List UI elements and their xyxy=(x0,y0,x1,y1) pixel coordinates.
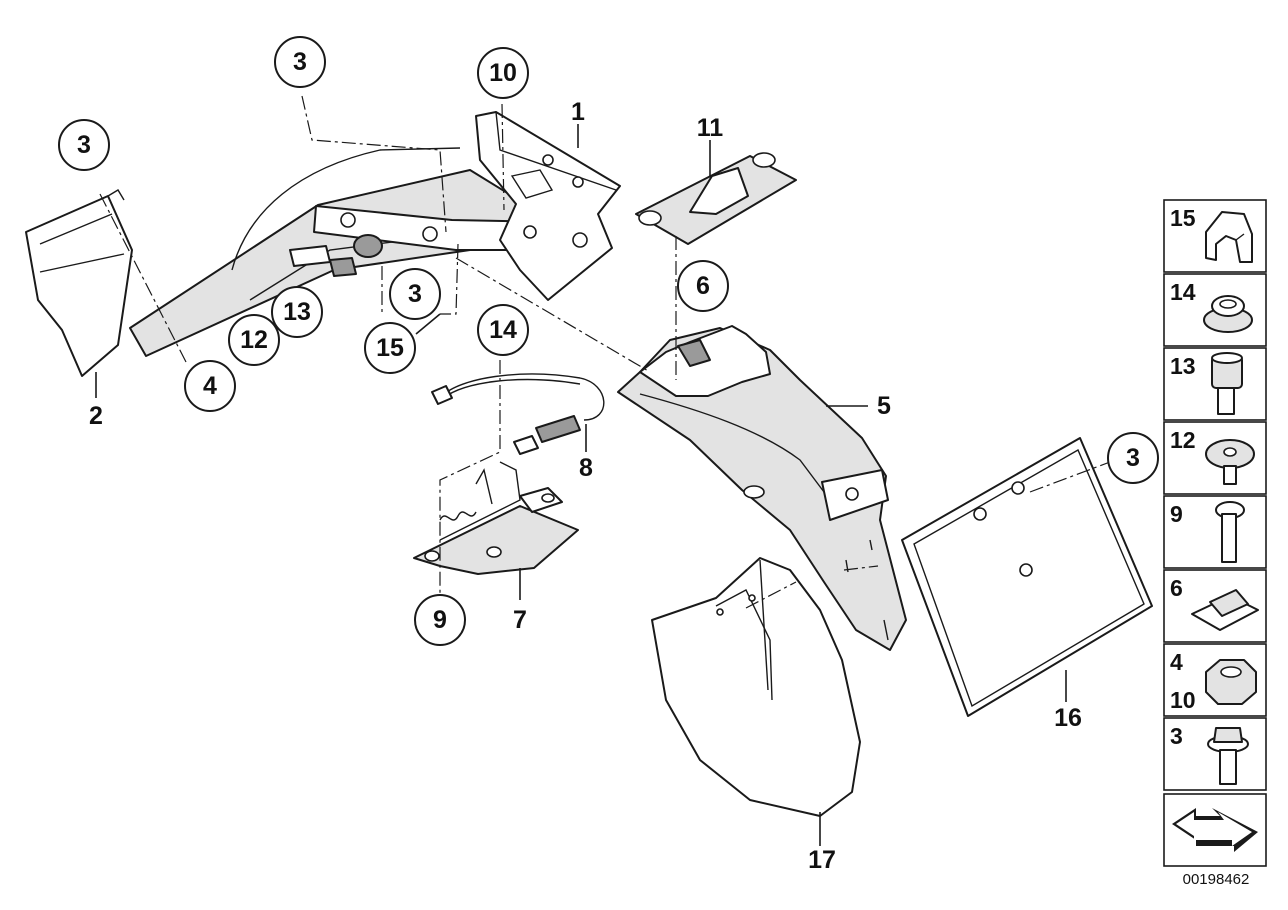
clip-icon xyxy=(1205,211,1253,263)
callout-3-right: 3 xyxy=(1107,432,1159,484)
hex-flange-bolt-icon xyxy=(1207,727,1249,785)
hex-nut-icon xyxy=(1205,659,1257,705)
label-17: 17 xyxy=(808,846,836,874)
label-5: 5 xyxy=(877,392,891,420)
svg-text:9: 9 xyxy=(1170,501,1183,527)
grommet-icon xyxy=(1203,295,1253,333)
callout-9: 9 xyxy=(414,594,466,646)
callout-4: 4 xyxy=(184,360,236,412)
part-11-pad xyxy=(635,152,797,245)
callout-13: 13 xyxy=(271,286,323,338)
svg-text:6: 6 xyxy=(696,272,710,300)
label-1: 1 xyxy=(571,98,585,126)
svg-text:13: 13 xyxy=(1170,353,1196,379)
callout-10: 10 xyxy=(477,47,529,99)
part-17-mud-flap xyxy=(651,557,861,817)
svg-text:3: 3 xyxy=(293,48,307,76)
assembly-lines xyxy=(99,95,1111,609)
svg-text:3: 3 xyxy=(408,280,422,308)
svg-text:15: 15 xyxy=(1170,205,1196,231)
svg-text:9: 9 xyxy=(433,606,447,634)
svg-text:12: 12 xyxy=(240,326,268,354)
svg-text:3: 3 xyxy=(1170,723,1183,749)
part-1-rear-frame xyxy=(129,111,621,357)
svg-text:13: 13 xyxy=(283,298,311,326)
label-2: 2 xyxy=(89,402,103,430)
svg-text:15: 15 xyxy=(376,334,404,362)
part-2-side-cover xyxy=(25,189,133,377)
document-id: 00198462 xyxy=(1183,871,1250,888)
leader-lines xyxy=(95,124,1067,846)
speed-nut-icon xyxy=(1191,589,1259,631)
part-5-rear-mudguard xyxy=(617,325,907,651)
label-16: 16 xyxy=(1054,704,1082,732)
part-7-bracket xyxy=(413,461,579,575)
svg-text:4: 4 xyxy=(203,372,217,400)
callout-3-top: 3 xyxy=(274,36,326,88)
callout-3-center: 3 xyxy=(389,268,441,320)
part-8-cable xyxy=(431,373,605,455)
arrow-icon xyxy=(1172,808,1258,852)
callout-14: 14 xyxy=(477,304,529,356)
callout-15: 15 xyxy=(364,322,416,374)
svg-text:10: 10 xyxy=(489,59,517,87)
label-7: 7 xyxy=(513,606,527,634)
svg-text:14: 14 xyxy=(489,316,517,344)
callout-12: 12 xyxy=(228,314,280,366)
callout-3-left: 3 xyxy=(58,119,110,171)
label-11: 11 xyxy=(697,114,724,142)
part-16-license-plate xyxy=(901,437,1153,717)
svg-text:3: 3 xyxy=(1126,444,1140,472)
svg-text:4: 4 xyxy=(1170,649,1183,675)
svg-text:12: 12 xyxy=(1170,427,1196,453)
hex-socket-screw-icon xyxy=(1211,352,1243,415)
label-8: 8 xyxy=(579,454,593,482)
spring-nut-icon xyxy=(1205,439,1255,485)
svg-text:6: 6 xyxy=(1170,575,1183,601)
svg-text:10: 10 xyxy=(1170,687,1196,713)
svg-text:3: 3 xyxy=(77,131,91,159)
callout-6: 6 xyxy=(677,260,729,312)
svg-text:14: 14 xyxy=(1170,279,1196,305)
oval-head-screw-icon xyxy=(1215,501,1245,563)
fastener-legend: 15 14 13 12 9 xyxy=(1163,199,1267,867)
